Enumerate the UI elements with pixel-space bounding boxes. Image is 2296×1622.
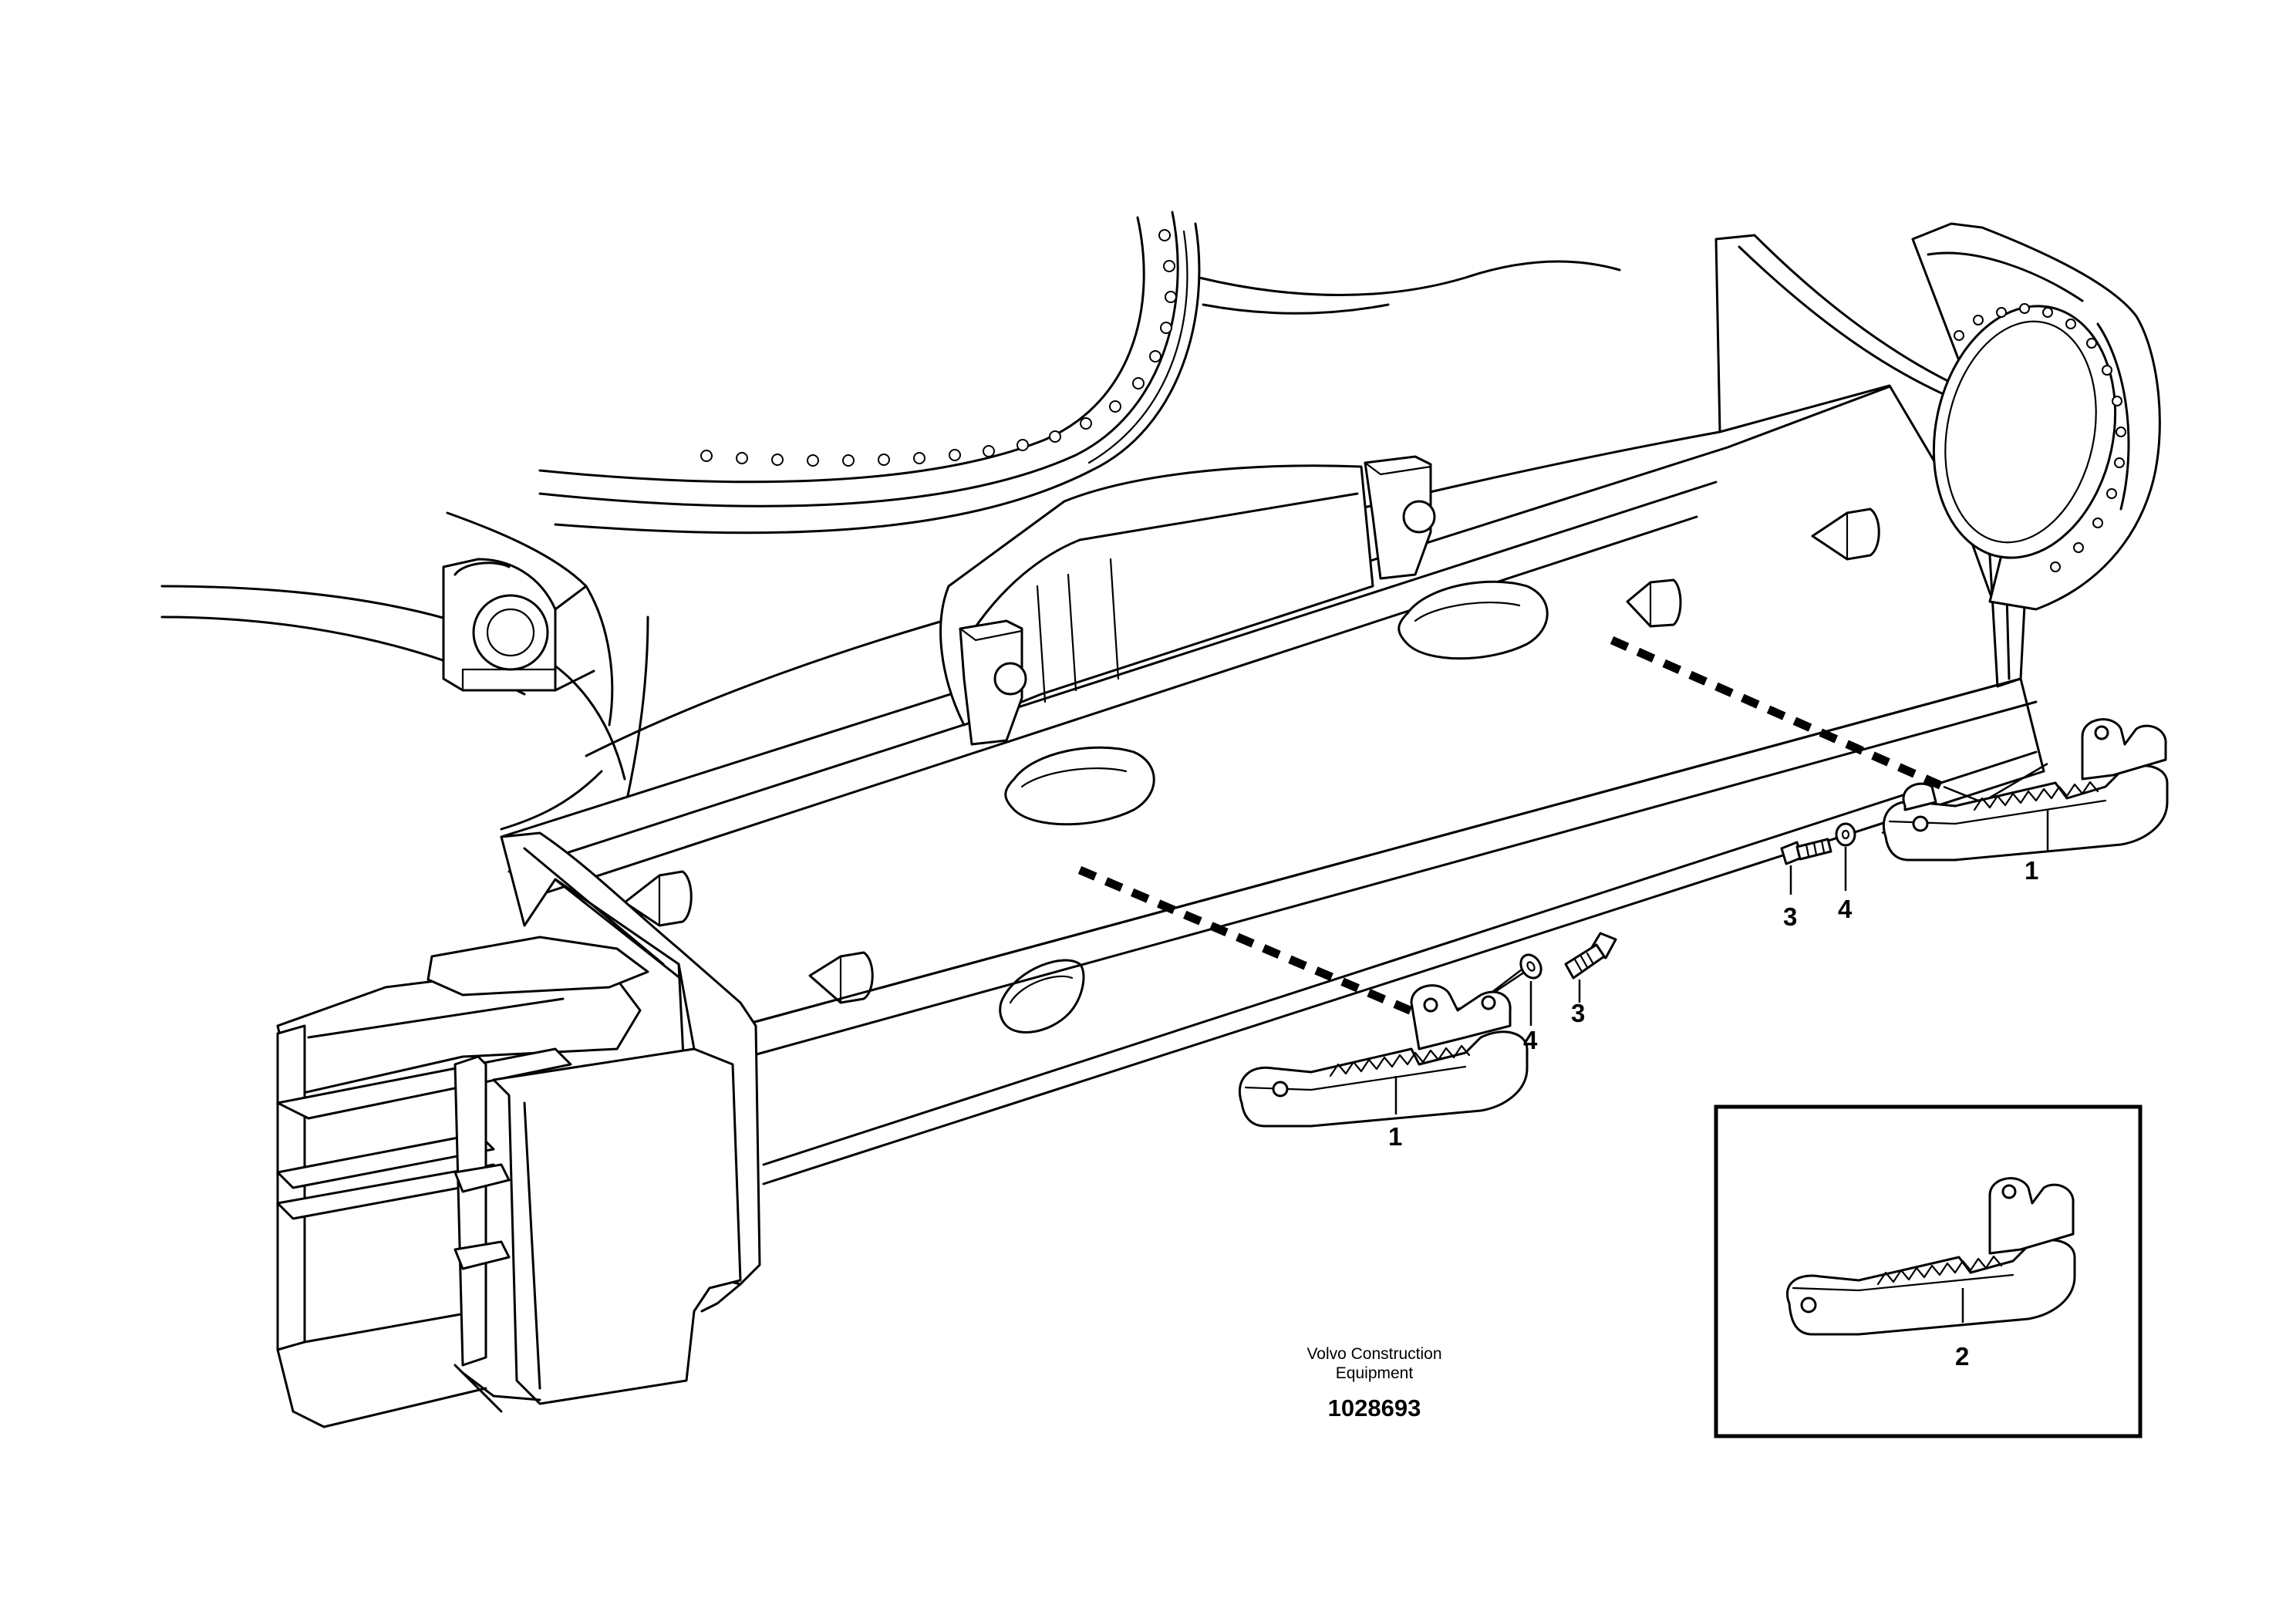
callout-rear-washer: 4 <box>1838 895 1853 923</box>
front-step-assembly <box>1238 984 1529 1128</box>
center-window <box>939 455 1436 746</box>
rear-strut <box>1198 260 1621 315</box>
callout-front-step: 1 <box>1388 1122 1402 1151</box>
callout-labels: 1 1 2 3 3 4 4 <box>1388 856 2038 1371</box>
credit-line-1: Volvo Construction <box>1306 1345 1441 1363</box>
ring-bolt-holes <box>700 229 1177 467</box>
inset-detail-box <box>1714 1104 2143 1438</box>
callout-inset-step: 2 <box>1955 1342 1969 1371</box>
callout-rear-screw: 3 <box>1783 902 1797 931</box>
drawing-number: 1028693 <box>1328 1394 1421 1421</box>
beam-side-face <box>739 677 2045 1185</box>
credit-block: Volvo Construction Equipment 1028693 <box>1306 1345 1441 1421</box>
rear-end-ring <box>1911 222 2161 611</box>
step-mounting-lugs <box>623 508 1880 1004</box>
beam-openings <box>999 580 1549 1034</box>
front-screw <box>1564 932 1617 1003</box>
rear-ring-bolt-holes <box>1954 303 2126 572</box>
callout-front-washer: 4 <box>1523 1026 1538 1054</box>
rear-washer <box>1835 822 1856 891</box>
credit-line-2: Equipment <box>1336 1364 1414 1382</box>
left-track-frame <box>160 511 649 831</box>
front-washer <box>1519 953 1542 1026</box>
rear-step-assembly <box>1882 718 2169 862</box>
rear-screw <box>1780 838 1832 895</box>
callout-front-screw: 3 <box>1571 999 1585 1027</box>
center-beam <box>500 234 2030 1027</box>
callout-rear-step: 1 <box>2025 856 2038 885</box>
slewing-ring <box>538 211 1201 534</box>
front-track-frame <box>276 831 761 1428</box>
